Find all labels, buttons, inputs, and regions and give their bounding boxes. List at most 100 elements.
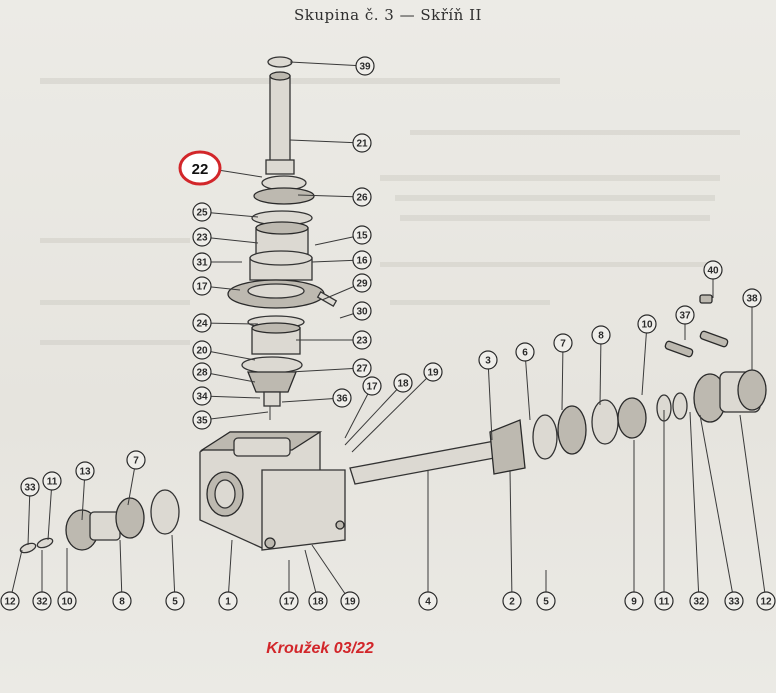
callout-number: 13 [79,467,91,478]
callout-c18a: 18 [393,373,413,393]
callout-circle [352,358,372,378]
leader-line-c19a [351,371,434,453]
callout-c28: 28 [192,362,212,382]
shaft-assembly [227,56,338,420]
callout-number: 18 [312,597,324,608]
callout-circle [515,342,535,362]
callout-c27: 27 [352,358,372,378]
leader-line-c33a [27,486,31,546]
callout-number: 32 [36,597,48,608]
callout-c3: 3 [478,350,498,370]
callout-number: 26 [356,193,368,204]
callout-c24: 24 [192,313,212,333]
callout-circle [192,202,212,222]
highlight-callout-22: 22 [178,150,263,186]
leader-line-c21 [289,139,363,144]
chain-links [664,330,729,358]
callout-number: 15 [356,231,368,242]
callout-circle [192,276,212,296]
callout-number: 33 [24,483,36,494]
callout-circle [352,133,372,153]
callout-circle [192,386,212,406]
callout-number: 19 [344,597,356,608]
callout-c1: 1 [218,591,238,611]
callout-number: 23 [356,336,368,347]
callout-c11a: 11 [42,471,62,491]
callout-c13: 13 [75,461,95,481]
leader-line-c8b [119,539,123,602]
leader-line-c18a [344,382,404,446]
callout-number: 17 [283,597,295,608]
callout-c10b: 10 [57,591,77,611]
callout-circle [20,477,40,497]
callout-number: 12 [760,597,772,608]
callout-circle [742,288,762,308]
callout-number: 29 [356,279,368,290]
callout-c5a: 5 [165,591,185,611]
gearbox-housing [199,431,346,551]
callout-c30: 30 [352,301,372,321]
callout-circle [553,333,573,353]
callout-circle [352,225,372,245]
callout-number: 38 [746,294,758,305]
callout-c17c: 17 [279,591,299,611]
callout-c25: 25 [192,202,212,222]
background-bleed-through [40,78,740,345]
callout-c15: 15 [352,225,372,245]
callout-circle [57,591,77,611]
highlight-ring [178,150,222,186]
callout-circle [75,461,95,481]
callout-number: 25 [196,208,208,219]
leader-line-c10a [641,323,648,396]
callout-c21: 21 [352,133,372,153]
callout-number: 9 [631,597,637,608]
callout-circle [42,471,62,491]
leader-line-c2 [509,469,513,602]
callout-circle [192,227,212,247]
callout-number: 37 [679,311,691,322]
callout-number: 19 [427,368,439,379]
callout-c8a: 8 [591,325,611,345]
callout-number: 36 [336,394,348,405]
callout-c38: 38 [742,288,762,308]
callout-circle [192,252,212,272]
callout-leaders [9,61,767,602]
callout-number: 6 [522,348,528,359]
callout-c36: 36 [332,388,352,408]
callout-circle [675,305,695,325]
callout-c4: 4 [418,591,438,611]
page-title: Skupina č. 3 — Skříň II [294,6,482,24]
callout-circle [165,591,185,611]
callout-circle [393,373,413,393]
callout-number: 10 [641,320,653,331]
callout-number: 39 [359,62,371,73]
leader-line-c7a [561,342,564,411]
callout-c11b: 11 [654,591,674,611]
callout-number: 21 [356,139,368,150]
callout-circle [355,56,375,76]
callout-c40: 40 [703,260,723,280]
callout-number: 35 [196,416,208,427]
callout-circle [192,362,212,382]
callout-c31: 31 [192,252,212,272]
callout-circle [703,260,723,280]
callout-number: 30 [356,307,368,318]
leader-line-c32b [689,411,700,602]
callout-circle [756,591,776,611]
callout-circle [308,591,328,611]
callout-circle [0,591,20,611]
caption: Kroužek 03/22 [266,640,374,657]
callout-c33a: 33 [20,477,40,497]
callout-number: 5 [543,597,549,608]
callout-number: 31 [196,258,208,269]
callout-circle [192,313,212,333]
callout-number: 32 [693,597,705,608]
callout-number: 12 [4,597,16,608]
callout-number: 11 [659,597,670,608]
callout-c12a: 12 [0,591,20,611]
callout-circle [689,591,709,611]
callout-c12b: 12 [756,591,776,611]
